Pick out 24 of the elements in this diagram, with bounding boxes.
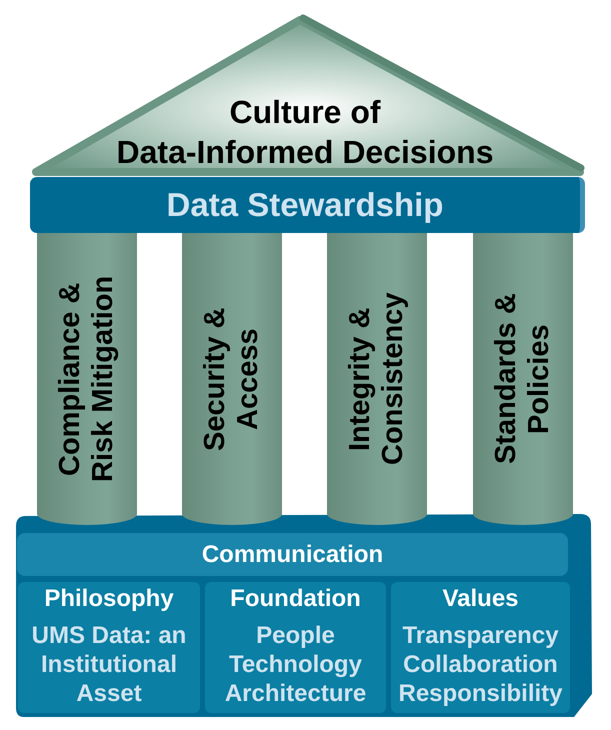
- block-heading: Philosophy: [44, 585, 174, 613]
- pillar-column: [182, 233, 282, 525]
- pillar-column: [473, 233, 573, 525]
- pillar-label: Compliance & Risk Mitigation: [54, 274, 120, 484]
- pillar-column: [327, 233, 427, 525]
- block-text: Collaboration: [403, 650, 558, 679]
- band-label: Communication: [202, 540, 384, 568]
- beam-band: [30, 177, 585, 233]
- block-text: Technology: [229, 650, 362, 679]
- block-text: Responsibility: [398, 679, 563, 708]
- block-text: UMS Data: an Institutional Asset: [30, 621, 188, 708]
- block-text: People: [256, 621, 335, 650]
- pillar-column: [37, 233, 137, 525]
- band-label: Data Stewardship: [166, 186, 444, 224]
- block-heading: Foundation: [230, 585, 361, 613]
- pillar-label: Standards & Policies: [490, 292, 556, 466]
- pillar-label: Integrity & Consistency: [344, 292, 410, 468]
- pillar-label: Security & Access: [199, 306, 265, 453]
- block-text: Architecture: [224, 679, 366, 708]
- block-text: Transparency: [402, 621, 559, 650]
- block-heading: Values: [442, 585, 519, 613]
- communication-band: [17, 533, 568, 576]
- base-block: [18, 582, 200, 713]
- roof-title: Culture of Data-Informed Decisions: [116, 93, 494, 172]
